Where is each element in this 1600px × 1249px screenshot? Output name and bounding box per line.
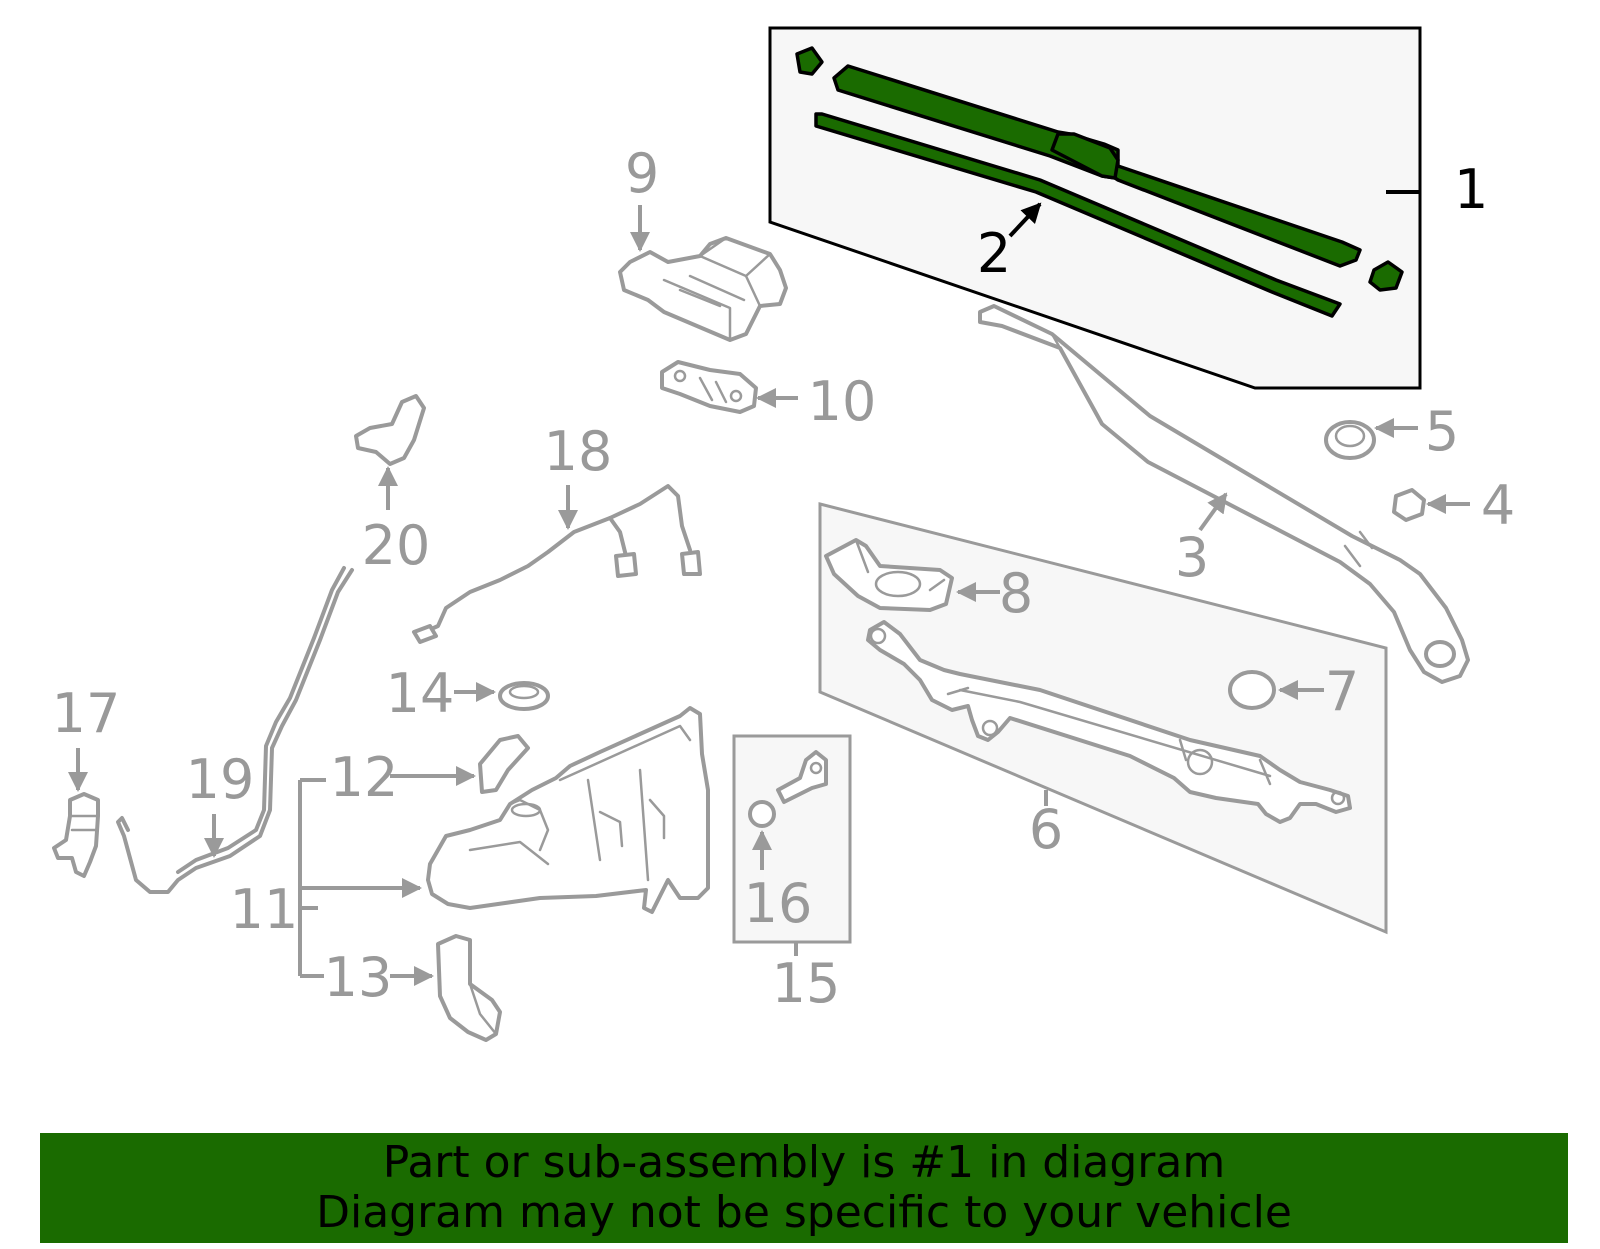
washer-hose[interactable] bbox=[116, 566, 354, 894]
callout-7[interactable]: 7 bbox=[1325, 660, 1359, 723]
wiper-blade-assembly[interactable] bbox=[768, 26, 1422, 390]
callout-6[interactable]: 6 bbox=[1029, 798, 1063, 861]
leader-3 bbox=[1198, 492, 1228, 532]
linkage-bracket[interactable] bbox=[824, 538, 954, 612]
hose-bracket[interactable] bbox=[354, 394, 426, 466]
nozzle-grommet[interactable] bbox=[748, 800, 776, 828]
callout-8[interactable]: 8 bbox=[999, 562, 1033, 625]
arm-cap[interactable] bbox=[1324, 420, 1376, 460]
washer-nozzle[interactable] bbox=[776, 750, 828, 804]
callout-19[interactable]: 19 bbox=[186, 748, 255, 811]
wiper-linkage-group[interactable] bbox=[818, 502, 1388, 935]
linkage-seal[interactable] bbox=[1228, 670, 1276, 710]
callout-11[interactable]: 11 bbox=[230, 878, 299, 941]
callout-3[interactable]: 3 bbox=[1175, 526, 1209, 589]
hose-clamp[interactable] bbox=[498, 681, 550, 711]
callout-20[interactable]: 20 bbox=[362, 514, 431, 577]
callout-2[interactable]: 2 bbox=[977, 222, 1011, 285]
callout-17[interactable]: 17 bbox=[52, 682, 121, 745]
banner-line-1: Part or sub-assembly is #1 in diagram bbox=[382, 1137, 1226, 1188]
callout-5[interactable]: 5 bbox=[1425, 400, 1459, 463]
callout-4[interactable]: 4 bbox=[1481, 474, 1515, 537]
callout-16[interactable]: 16 bbox=[744, 872, 813, 935]
motor-mounting-plate[interactable] bbox=[660, 360, 758, 414]
reservoir-bracket-upper[interactable] bbox=[478, 734, 530, 794]
arm-nut[interactable] bbox=[1392, 488, 1426, 522]
callout-15[interactable]: 15 bbox=[772, 952, 841, 1015]
wiring-harness[interactable] bbox=[412, 484, 702, 644]
callout-12[interactable]: 12 bbox=[330, 746, 399, 809]
reservoir-bracket-lower[interactable] bbox=[436, 934, 502, 1042]
washer-reservoir[interactable] bbox=[426, 706, 710, 914]
washer-pump[interactable] bbox=[52, 792, 100, 878]
banner-line-2: Diagram may not be specific to your vehi… bbox=[316, 1187, 1292, 1238]
callout-18[interactable]: 18 bbox=[544, 420, 613, 483]
leader-2 bbox=[1008, 202, 1042, 238]
callout-9[interactable]: 9 bbox=[625, 142, 659, 205]
highlight-banner: Part or sub-assembly is #1 in diagram Di… bbox=[40, 1133, 1568, 1243]
linkage-assembly[interactable] bbox=[866, 620, 1352, 824]
callout-10[interactable]: 10 bbox=[808, 370, 877, 433]
callout-13[interactable]: 13 bbox=[324, 946, 393, 1009]
callout-1[interactable]: 1 bbox=[1454, 158, 1488, 221]
wiper-motor[interactable] bbox=[618, 236, 788, 342]
callout-14[interactable]: 14 bbox=[386, 662, 455, 725]
